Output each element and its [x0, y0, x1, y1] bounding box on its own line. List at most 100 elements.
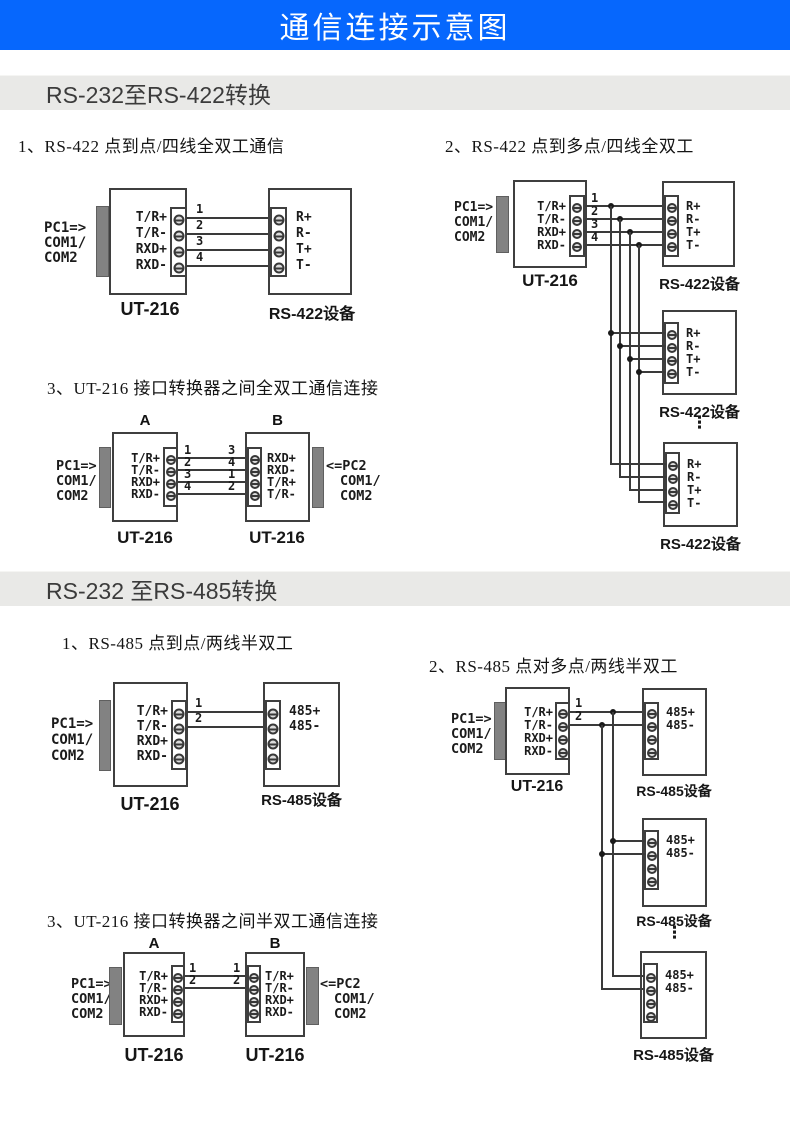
screw-terminal-icon [645, 999, 656, 1009]
wire [186, 265, 271, 267]
screw-terminal-icon [165, 455, 176, 465]
pc1-line: COM2 [71, 1006, 104, 1022]
terminal-strip [644, 702, 659, 760]
device-pin-labels: 485+ 485- [666, 706, 712, 732]
converter-pin-labels: T/R+ T/R- RXD+ RXD- [123, 970, 168, 1018]
wire [612, 975, 645, 977]
screw-terminal-icon [666, 356, 677, 366]
pin-label: T/R- [135, 226, 167, 241]
wire-number: 3 [228, 443, 236, 457]
screw-terminal-icon [267, 723, 279, 735]
junction-dot [636, 369, 642, 375]
pc1-line: PC1=> [451, 711, 492, 727]
terminal-strip [644, 830, 659, 890]
wire-number: 1 [189, 961, 197, 975]
pin-label: T+ [296, 242, 312, 257]
converter-pin-labels: T/R+ T/R- RXD+ RXD- [114, 452, 160, 500]
screw-terminal-icon [557, 722, 568, 732]
screw-terminal-icon [249, 985, 259, 995]
pin-label: T/R- [265, 981, 294, 995]
screw-terminal-icon [572, 216, 582, 226]
pin-label: T/R- [131, 463, 160, 477]
converter-caption: UT-216 [245, 1045, 305, 1065]
terminal-strip [171, 965, 185, 1023]
pin-label: T- [686, 365, 701, 379]
converter-pin-labels: T/R+ T/R- RXD+ RXD- [265, 970, 311, 1018]
device-caption: RS-422设备 [660, 536, 741, 553]
wire [186, 249, 271, 251]
device-pin-labels: 485+ 485- [665, 969, 711, 995]
terminal-strip [265, 700, 281, 770]
device-caption: RS-485设备 [633, 1047, 714, 1064]
wire [585, 231, 666, 233]
device-caption: RS-485设备 [261, 792, 342, 809]
screw-terminal-icon [173, 708, 185, 720]
page-banner: 通信连接示意图 [0, 0, 790, 50]
pin-label: T/R- [524, 718, 553, 732]
device-pin-labels: R+ R- T+ T- [296, 210, 346, 274]
device-caption: RS-485设备 [636, 783, 712, 799]
wire [638, 501, 667, 503]
wire-number: 4 [591, 230, 599, 244]
pc1-line: COM1/ [51, 732, 94, 748]
screw-terminal-icon [273, 230, 284, 242]
terminal-strip [664, 195, 679, 257]
pin-label: 485- [666, 718, 695, 732]
pin-label: T/R+ [267, 475, 296, 489]
pin-label: RXD- [537, 238, 566, 252]
pc1-line: COM1/ [454, 215, 494, 230]
screw-terminal-icon [173, 753, 185, 765]
screw-terminal-icon [173, 214, 184, 226]
screw-terminal-icon [249, 491, 260, 501]
screw-terminal-icon [557, 735, 568, 745]
pin-label: T/R+ [537, 199, 566, 213]
screw-terminal-icon [666, 229, 677, 239]
screw-terminal-icon [646, 838, 657, 848]
db9-connector [96, 206, 109, 277]
wire-number: 1 [233, 961, 241, 975]
screw-terminal-icon [267, 708, 279, 720]
pin-label: R+ [296, 210, 312, 225]
diagram-title-rs422-p2p: 1、RS-422 点到点/四线全双工通信 [18, 137, 285, 156]
pc1-label-block: PC1=> COM1/ COM2 [44, 221, 86, 266]
screw-terminal-icon [667, 487, 678, 497]
screw-terminal-icon [173, 985, 183, 995]
terminal-strip [247, 447, 262, 507]
section-header-rs485: RS-232 至RS-485转换 [0, 571, 790, 606]
port-a-label: A [148, 935, 160, 952]
screw-terminal-icon [572, 242, 582, 252]
pc1-line: PC1=> [71, 976, 112, 992]
converter-caption: UT-216 [124, 1045, 184, 1065]
screw-terminal-icon [165, 491, 176, 501]
device-pin-labels: R+ R- T+ T- [686, 327, 731, 379]
wire [178, 481, 249, 483]
screw-terminal-icon [646, 851, 657, 861]
converter-caption: UT-216 [510, 778, 564, 795]
wire [638, 371, 666, 373]
pc1-line: COM2 [451, 741, 484, 757]
pin-label: R- [296, 226, 312, 241]
db9-connector [312, 447, 324, 508]
screw-terminal-icon [646, 709, 657, 719]
pin-label: T/R+ [136, 704, 168, 719]
terminal-strip [171, 700, 187, 770]
pin-label: T/R+ [265, 969, 294, 983]
converter-caption: UT-216 [120, 794, 180, 814]
screw-terminal-icon [173, 1009, 183, 1019]
screw-terminal-icon [173, 230, 184, 242]
pin-label: R+ [686, 326, 701, 340]
pc1-line: PC1=> [51, 716, 94, 732]
wire [601, 988, 645, 990]
terminal-strip [163, 447, 178, 507]
screw-terminal-icon [273, 246, 284, 258]
junction-dot [627, 356, 633, 362]
screw-terminal-icon [173, 262, 184, 274]
wire [629, 358, 666, 360]
wire-number: 3 [591, 217, 599, 231]
screw-terminal-icon [557, 709, 568, 719]
pin-label: T- [687, 496, 702, 510]
screw-terminal-icon [165, 479, 176, 489]
screw-terminal-icon [645, 973, 656, 983]
wire [610, 332, 666, 334]
